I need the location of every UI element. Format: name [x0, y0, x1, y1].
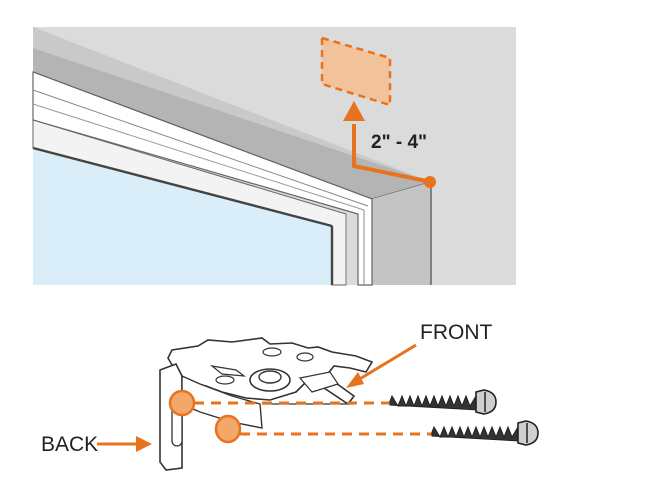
sash-inner-edge — [32, 146, 333, 228]
header-shadow-face — [33, 48, 431, 199]
upper-screw-head — [475, 389, 497, 415]
front-label: FRONT — [420, 321, 492, 344]
upper-screw-thread — [389, 394, 479, 411]
window-wall-illustration: 2" - 4" — [32, 27, 516, 286]
bracket-slot-3 — [215, 375, 235, 385]
bracket-tab-left — [209, 365, 247, 377]
bracket-location-area — [320, 36, 392, 107]
front-screw-hole — [214, 414, 242, 444]
measurement-corner-dot — [424, 176, 436, 188]
measurement-arrow-line — [352, 124, 432, 184]
bracket-clip-arm — [298, 371, 339, 393]
bracket-slot-1 — [262, 347, 282, 357]
window-glass — [33, 148, 332, 285]
lower-screw-thread — [431, 425, 521, 442]
lower-screw — [431, 420, 539, 446]
measurement-label: 2" - 4" — [371, 132, 427, 153]
back-screw-hole — [168, 389, 196, 417]
frame-detail-line-2 — [32, 103, 365, 211]
bracket-slot-2 — [296, 352, 314, 362]
lower-screw-head — [517, 420, 539, 446]
upper-screw — [389, 389, 497, 415]
measurement-arrowhead — [343, 101, 365, 121]
bracket-illustration: FRONT BACK — [41, 321, 539, 471]
frame-detail-line-1 — [32, 89, 369, 207]
back-pointer-arrowhead — [136, 436, 152, 452]
back-label: BACK — [41, 433, 98, 456]
front-pointer-line — [357, 343, 417, 382]
front-pointer-arrowhead — [346, 372, 364, 388]
bracket-hub-hole — [258, 370, 282, 384]
casing-side-face — [372, 182, 431, 285]
